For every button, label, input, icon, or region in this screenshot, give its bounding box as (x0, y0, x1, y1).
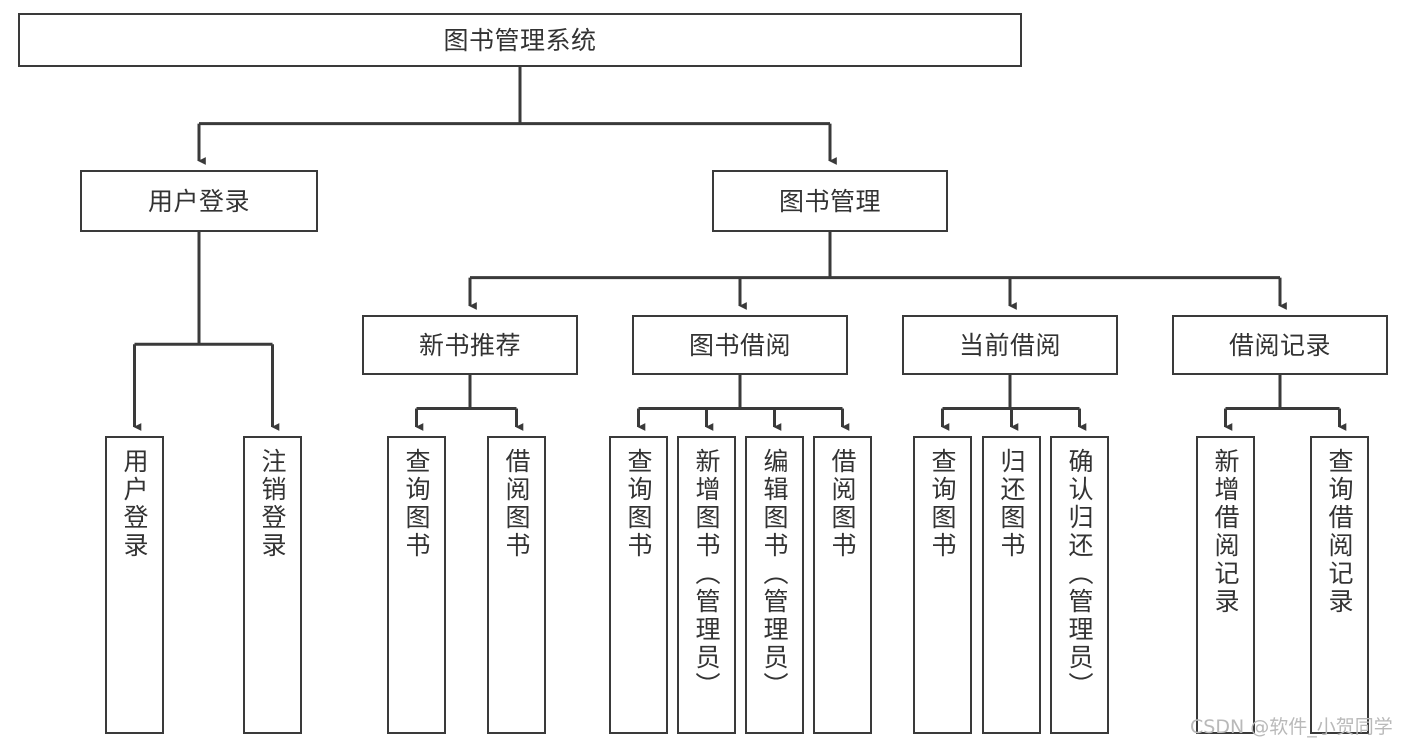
node-book-manage[interactable]: 图书管理 (712, 170, 948, 232)
node-leaf-qry-record[interactable]: 查询借阅记录 (1310, 436, 1369, 734)
node-label: 图书管理系统 (443, 25, 597, 55)
node-label: 图书管理 (778, 186, 881, 216)
node-label: 查询图书 (928, 448, 957, 560)
node-book-borrow[interactable]: 图书借阅 (632, 315, 848, 375)
node-label: 借阅图书 (828, 448, 857, 560)
node-leaf-edit-book[interactable]: 编辑图书（管理员） (745, 436, 804, 734)
node-leaf-query-1[interactable]: 查询图书 (387, 436, 446, 734)
node-label: 新增图书（管理员） (692, 448, 721, 700)
node-label: 编辑图书（管理员） (760, 448, 789, 700)
node-leaf-logout[interactable]: 注销登录 (243, 436, 302, 734)
node-label: 查询图书 (624, 448, 653, 560)
node-new-book-rec[interactable]: 新书推荐 (362, 315, 578, 375)
node-label: 用户登录 (120, 448, 149, 560)
node-label: 图书借阅 (688, 330, 791, 360)
node-label: 用户登录 (147, 186, 250, 216)
node-label: 确认归还（管理员） (1065, 448, 1094, 700)
watermark-text: CSDN @软件_小贺同学 (1190, 716, 1393, 738)
node-label: 新增借阅记录 (1211, 448, 1240, 616)
node-label: 新书推荐 (418, 330, 521, 360)
node-leaf-confirm[interactable]: 确认归还（管理员） (1050, 436, 1109, 734)
node-leaf-borrow-1[interactable]: 借阅图书 (487, 436, 546, 734)
node-borrow-record[interactable]: 借阅记录 (1172, 315, 1388, 375)
node-current-borrow[interactable]: 当前借阅 (902, 315, 1118, 375)
node-label: 借阅图书 (502, 448, 531, 560)
node-user-login[interactable]: 用户登录 (80, 170, 318, 232)
node-leaf-borrow-2[interactable]: 借阅图书 (813, 436, 872, 734)
node-label: 借阅记录 (1228, 330, 1331, 360)
node-leaf-return[interactable]: 归还图书 (982, 436, 1041, 734)
node-leaf-add-book[interactable]: 新增图书（管理员） (677, 436, 736, 734)
node-label: 当前借阅 (958, 330, 1061, 360)
node-leaf-add-record[interactable]: 新增借阅记录 (1196, 436, 1255, 734)
node-leaf-user-login[interactable]: 用户登录 (105, 436, 164, 734)
node-leaf-query-3[interactable]: 查询图书 (913, 436, 972, 734)
node-leaf-query-2[interactable]: 查询图书 (609, 436, 668, 734)
node-label: 注销登录 (258, 448, 287, 560)
node-label: 归还图书 (997, 448, 1026, 560)
node-root[interactable]: 图书管理系统 (18, 13, 1022, 67)
node-label: 查询借阅记录 (1325, 448, 1354, 616)
node-label: 查询图书 (402, 448, 431, 560)
